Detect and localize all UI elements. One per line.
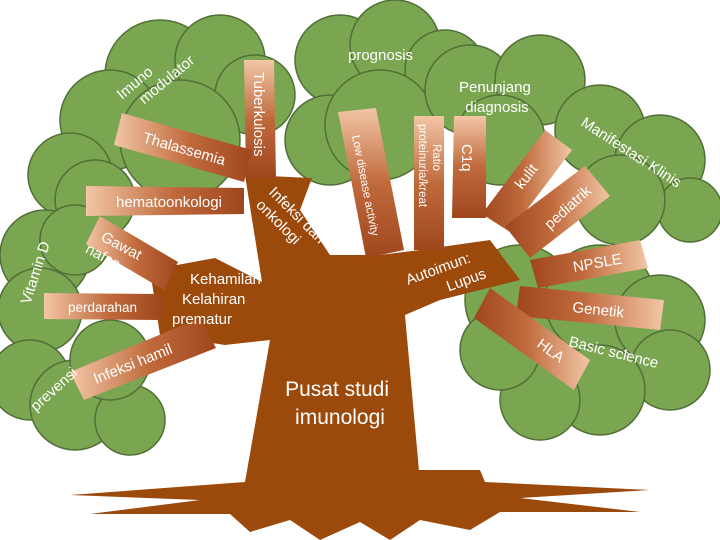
perdarahan-label: perdarahan <box>68 300 137 315</box>
tree-trunk <box>150 175 520 482</box>
prognosis-label: prognosis <box>348 47 413 64</box>
c1q-label: C1q <box>458 144 475 172</box>
twigs <box>44 60 664 400</box>
hematoonkologi-label: hematoonkologi <box>116 194 222 211</box>
penunjang-label: Penunjang diagnosis <box>459 79 535 116</box>
ratio-label: Ratio proteinuria/kreat <box>416 124 442 208</box>
kehamilan-branch-label: Kehamilan Kelahiran prematur <box>172 271 265 328</box>
trunk-title: Pusat studi imunologi <box>285 378 395 429</box>
tree-roots <box>70 470 650 540</box>
tuberkulosis-label: Tuberkulosis <box>250 72 267 156</box>
genetik-label: Genetik <box>572 299 626 321</box>
